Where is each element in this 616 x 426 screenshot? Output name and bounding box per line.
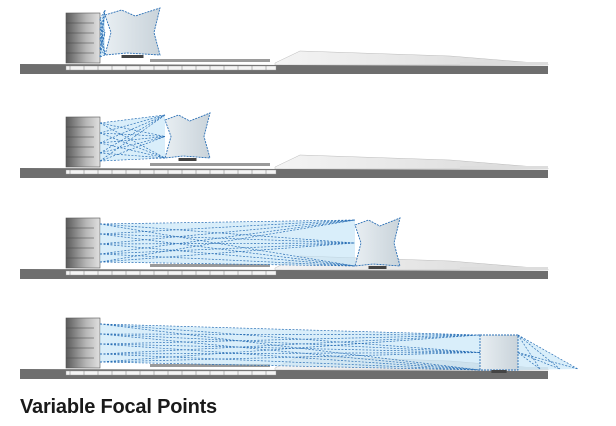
platform — [150, 59, 270, 62]
sight-line — [99, 114, 166, 162]
view-cone — [518, 335, 578, 370]
focal-object — [104, 7, 161, 56]
view-cone — [100, 220, 355, 266]
sight-line — [99, 361, 481, 371]
sight-line — [99, 219, 356, 225]
sight-line — [99, 219, 356, 255]
sight-line — [99, 157, 166, 162]
sight-line — [99, 32, 106, 58]
sight-line — [99, 242, 356, 255]
sight-line — [99, 333, 481, 336]
tower-building — [65, 116, 101, 168]
sight-line — [99, 9, 106, 50]
platform — [150, 364, 270, 367]
sight-line — [99, 114, 166, 134]
sight-line — [99, 136, 166, 144]
sight-line — [99, 353, 481, 371]
sight-line — [99, 323, 481, 353]
lower-level — [65, 65, 277, 71]
sight-line — [99, 334, 481, 345]
sight-line — [517, 352, 541, 370]
sight-line — [99, 334, 481, 363]
sight-line — [99, 38, 106, 56]
sight-line — [99, 352, 481, 355]
focal-object-base — [121, 55, 144, 58]
sight-line — [517, 352, 561, 370]
sight-line — [99, 136, 166, 154]
lower-level — [65, 370, 277, 376]
platform — [150, 163, 270, 166]
sight-line — [99, 54, 106, 58]
tower-building — [65, 12, 101, 64]
sight-line — [99, 242, 356, 245]
sight-line — [99, 223, 356, 267]
sight-line — [99, 122, 166, 159]
far-platform — [460, 166, 548, 169]
focal-point-1 — [20, 7, 549, 74]
sight-line — [99, 233, 356, 244]
sight-line — [99, 352, 481, 363]
sight-line — [99, 122, 166, 137]
sight-line — [99, 114, 166, 124]
sight-line — [99, 223, 356, 244]
sight-line — [99, 334, 481, 355]
sight-line — [99, 333, 481, 371]
sight-line — [99, 323, 481, 371]
focal-point-4 — [20, 317, 579, 379]
far-platform — [460, 62, 548, 65]
far-platform — [460, 267, 548, 270]
focal-object-base — [491, 370, 507, 373]
sight-line — [99, 219, 356, 235]
sight-line — [99, 136, 166, 162]
lower-level — [65, 270, 277, 276]
diagram-title: Variable Focal Points — [20, 396, 217, 418]
focal-object-base — [178, 158, 197, 161]
sight-line — [99, 18, 106, 56]
sight-line — [99, 9, 106, 58]
sight-line — [99, 219, 356, 245]
sight-line — [99, 323, 481, 336]
sight-line — [99, 233, 356, 267]
sight-line — [99, 114, 166, 144]
focal-object — [164, 112, 211, 159]
focal-point-2 — [20, 112, 549, 178]
sight-line — [99, 132, 166, 137]
tower-building — [65, 317, 101, 369]
lower-level — [65, 169, 277, 175]
sight-line — [99, 132, 166, 159]
sight-line — [99, 261, 356, 267]
sight-line — [99, 219, 356, 263]
sight-line — [99, 9, 106, 20]
sight-line — [99, 18, 106, 33]
sight-line — [99, 152, 166, 159]
focal-object — [479, 334, 519, 371]
sight-line — [99, 28, 106, 56]
platform — [150, 264, 270, 267]
tower-building — [65, 217, 101, 269]
focal-point-3 — [20, 217, 549, 279]
focal-object — [354, 217, 401, 267]
sight-line — [517, 334, 579, 370]
sight-line — [99, 142, 166, 159]
sight-line — [99, 253, 356, 267]
sight-line — [99, 333, 481, 353]
sight-line — [99, 28, 106, 33]
sight-line — [99, 242, 356, 263]
focal-object-base — [368, 266, 387, 269]
sight-line — [99, 243, 356, 267]
